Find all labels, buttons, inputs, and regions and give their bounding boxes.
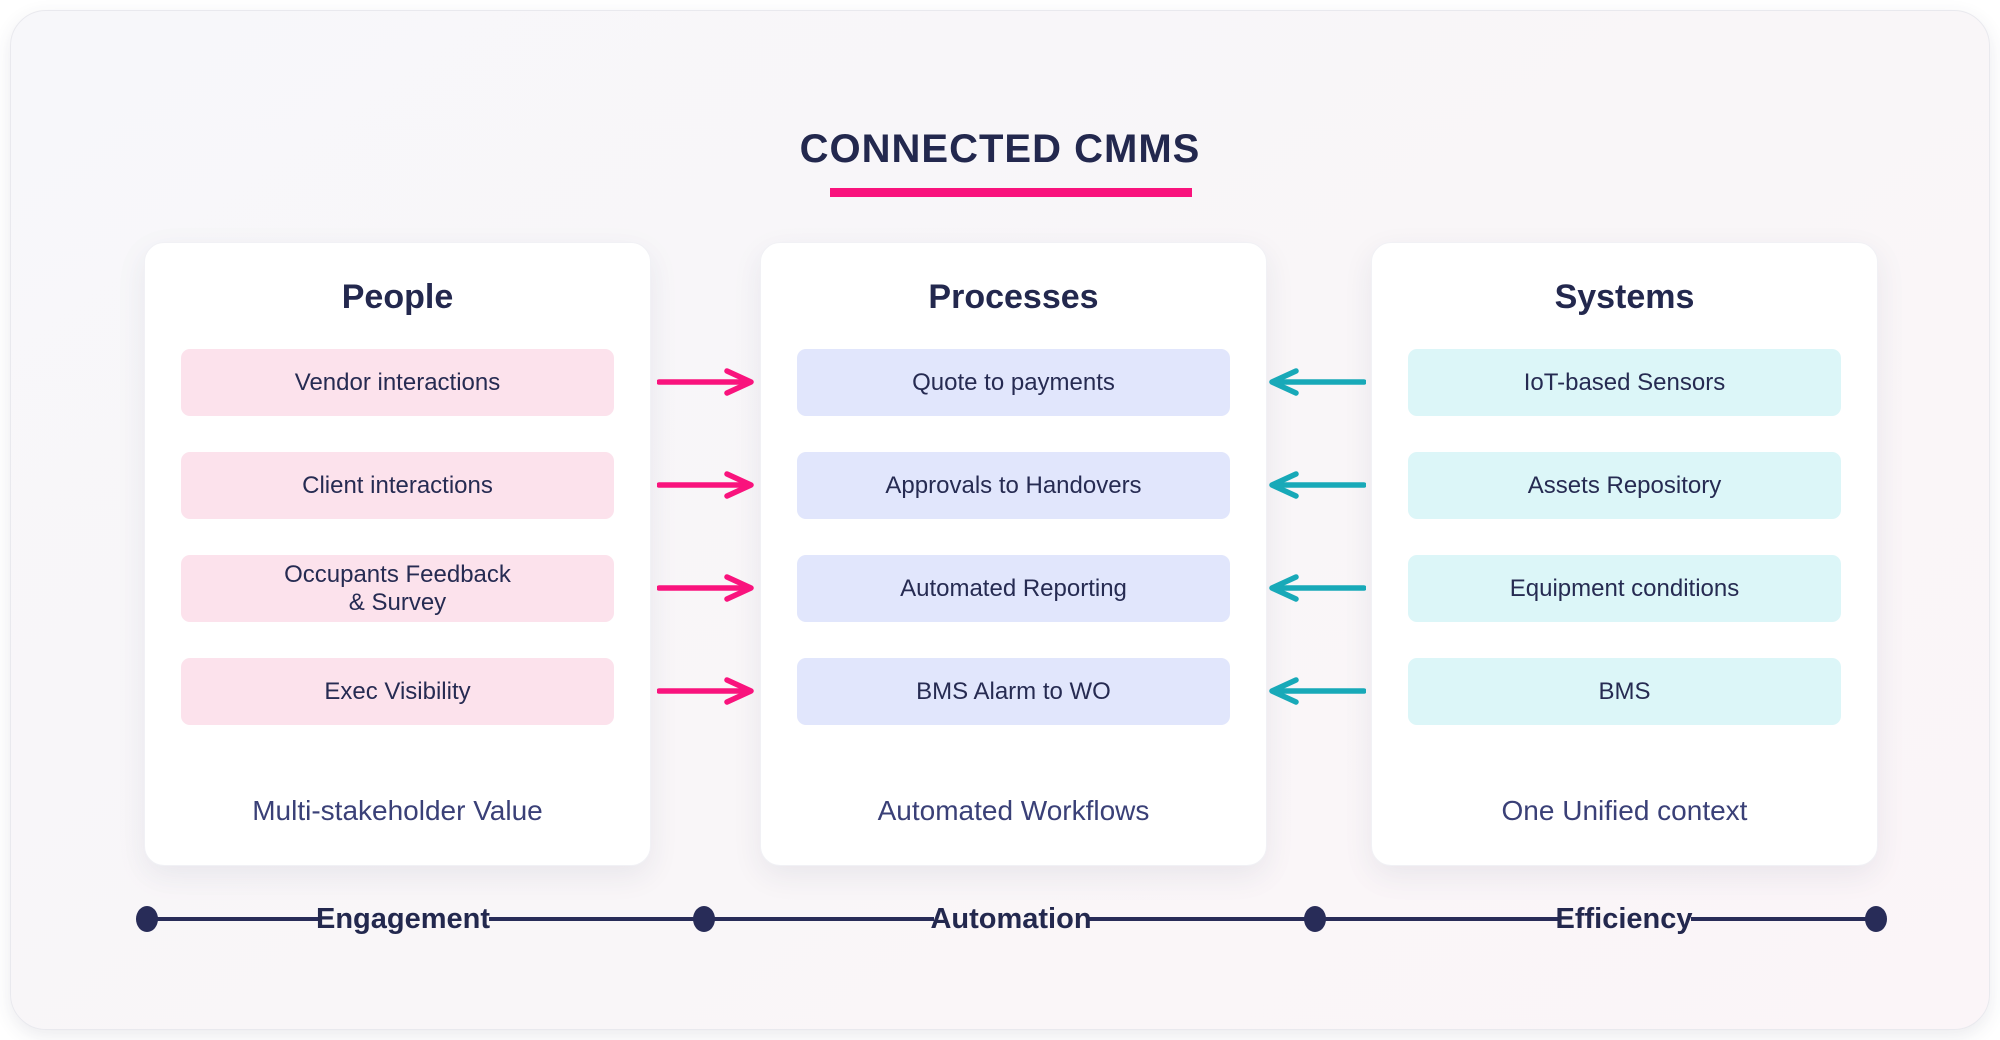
timeline-line: [1088, 917, 1315, 921]
arrow-left-icon: [1266, 574, 1366, 602]
systems-items: IoT-based Sensors Assets Repository Equi…: [1408, 349, 1841, 761]
processes-items: Quote to payments Approvals to Handovers…: [797, 349, 1230, 761]
processes-item-approvals-to-handovers: Approvals to Handovers: [797, 452, 1230, 519]
timeline-label-engagement: Engagement: [315, 903, 491, 935]
systems-item-iot-based-sensors: IoT-based Sensors: [1408, 349, 1841, 416]
people-item-exec-visibility: Exec Visibility: [181, 658, 614, 725]
arrow-right-icon: [657, 677, 757, 705]
timeline-dot: [1304, 906, 1326, 932]
timeline-line: [147, 917, 319, 921]
diagram-canvas: CONNECTED CMMS People Vendor interaction…: [10, 10, 1990, 1030]
timeline-dot: [136, 906, 158, 932]
timeline-line: [489, 917, 704, 921]
title-underline: [830, 188, 1192, 197]
processes-item-automated-reporting: Automated Reporting: [797, 555, 1230, 622]
timeline-dot: [1865, 906, 1887, 932]
systems-heading: Systems: [1554, 278, 1695, 316]
systems-card: Systems IoT-based Sensors Assets Reposit…: [1371, 242, 1878, 866]
people-heading: People: [341, 278, 454, 316]
arrow-right-icon: [657, 368, 757, 396]
people-item-client-interactions: Client interactions: [181, 452, 614, 519]
arrow-right-icon: [657, 471, 757, 499]
arrow-right-icon: [657, 574, 757, 602]
timeline-label-efficiency: Efficiency: [1555, 903, 1693, 935]
timeline-dot: [693, 906, 715, 932]
people-card: People Vendor interactions Client intera…: [144, 242, 651, 866]
arrow-left-icon: [1266, 368, 1366, 396]
diagram-title: CONNECTED CMMS: [799, 127, 1201, 171]
processes-heading: Processes: [928, 278, 1099, 316]
processes-footer: Automated Workflows: [877, 795, 1150, 826]
timeline-line: [1315, 917, 1558, 921]
systems-item-equipment-conditions: Equipment conditions: [1408, 555, 1841, 622]
timeline-line: [704, 917, 934, 921]
timeline-line: [1691, 917, 1876, 921]
systems-footer: One Unified context: [1501, 795, 1748, 826]
people-footer: Multi-stakeholder Value: [252, 795, 543, 826]
systems-item-assets-repository: Assets Repository: [1408, 452, 1841, 519]
systems-item-bms: BMS: [1408, 658, 1841, 725]
arrow-left-icon: [1266, 471, 1366, 499]
timeline-label-automation: Automation: [930, 903, 1092, 935]
people-item-vendor-interactions: Vendor interactions: [181, 349, 614, 416]
processes-item-quote-to-payments: Quote to payments: [797, 349, 1230, 416]
people-items: Vendor interactions Client interactions …: [181, 349, 614, 761]
processes-card: Processes Quote to payments Approvals to…: [760, 242, 1267, 866]
arrow-left-icon: [1266, 677, 1366, 705]
people-item-occupants-feedback: Occupants Feedback & Survey: [181, 555, 614, 622]
processes-item-bms-alarm-to-wo: BMS Alarm to WO: [797, 658, 1230, 725]
